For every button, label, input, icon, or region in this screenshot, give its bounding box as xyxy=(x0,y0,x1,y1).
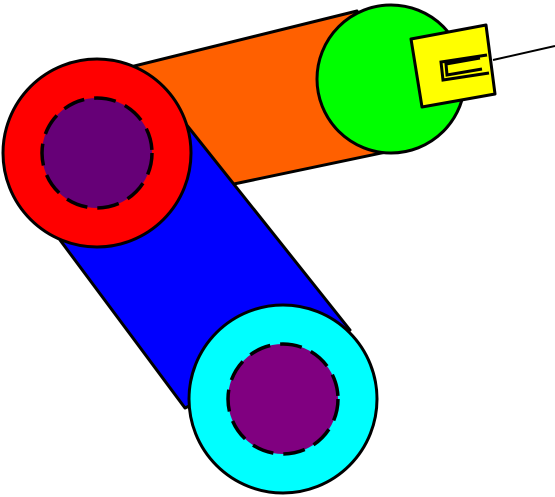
shoulder-joint-hub xyxy=(40,96,154,210)
shoulder-joint xyxy=(1,57,193,249)
gripper xyxy=(409,23,497,109)
gripper-body xyxy=(409,23,497,109)
elbow-joint xyxy=(187,303,379,495)
tool-wire xyxy=(492,45,555,61)
gripper-slot xyxy=(439,53,490,82)
elbow-joint-hub xyxy=(226,342,340,456)
